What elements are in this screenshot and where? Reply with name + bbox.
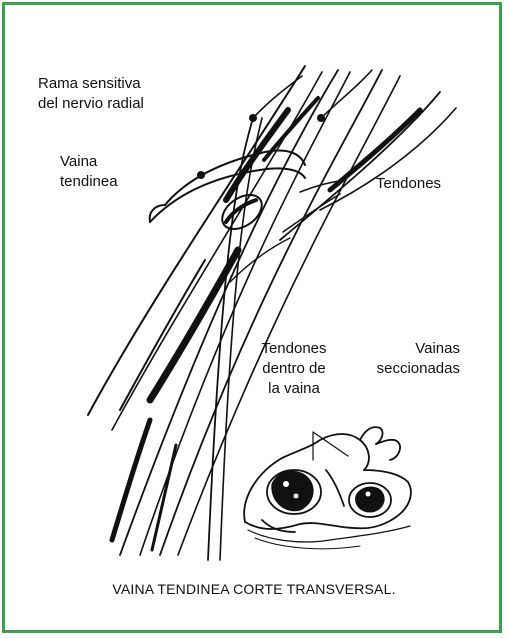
tendon-core-highlight [283,481,289,487]
shading [112,420,150,540]
sheath-cut-edge [283,194,340,232]
figure-caption: VAINA TENDINEA CORTE TRANSVERSAL. [0,581,508,597]
tendon-core [272,471,313,510]
tendon-outline [320,108,456,210]
nerve-dot [249,114,257,122]
nerve-dot [197,171,205,179]
nerve-branch [253,76,302,118]
label-vaina-tendinea: Vaina tendinea [60,152,118,192]
label-tendones-dentro-vaina: Tendones dentro de la vaina [242,339,346,399]
tendon-core-highlight [366,492,371,497]
tendon-core-highlight [294,494,299,499]
shading [226,110,288,200]
tendon-outline [160,70,382,555]
cross-section [244,427,411,549]
shading [150,250,238,400]
label-tendones: Tendones [376,174,441,194]
label-vainas-seccionadas: Vainas seccionadas [358,339,460,379]
nerve-dot [317,114,325,122]
tendon-core [356,487,384,512]
label-rama-sensitiva: Rama sensitiva del nervio radial [38,74,144,114]
